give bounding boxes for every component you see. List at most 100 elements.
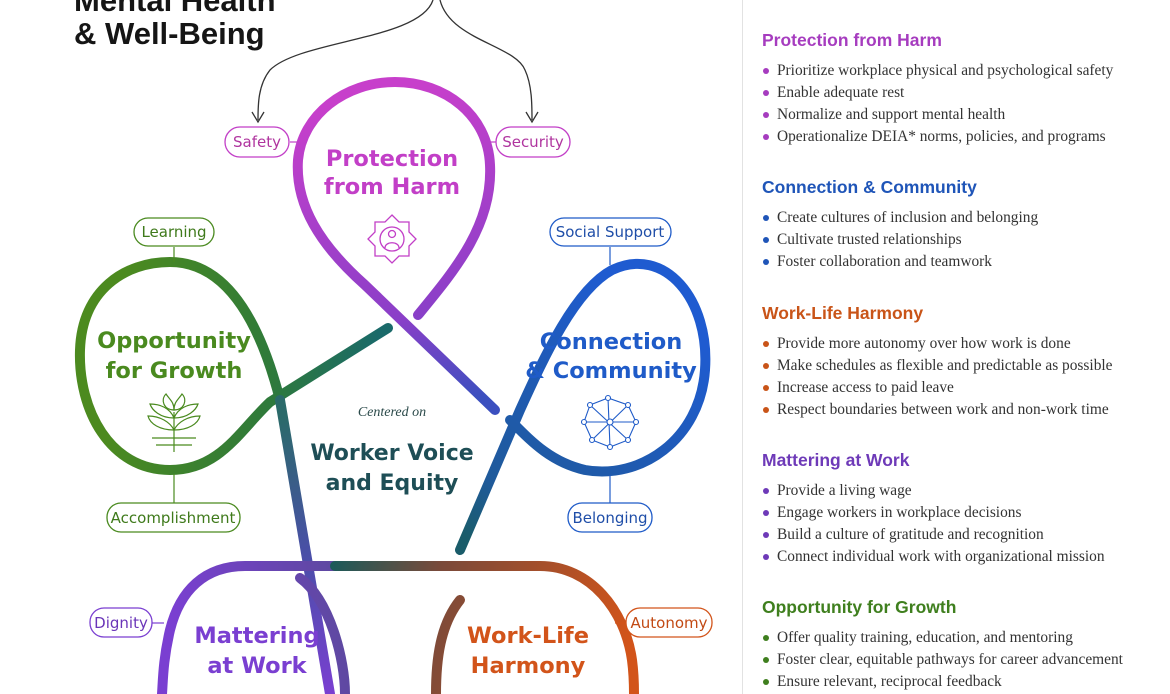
section-title: Protection from Harm [762, 30, 942, 50]
bullet-item: Provide more autonomy over how work is d… [762, 333, 1113, 355]
tag-belonging: Belonging [567, 475, 653, 533]
bullet-text: Foster clear, equitable pathways for car… [777, 651, 1123, 668]
tag-safety: Safety [224, 126, 298, 158]
tag-learning-label: Learning [141, 223, 206, 241]
bullet-item: Create cultures of inclusion and belongi… [762, 207, 1038, 229]
bullet-item: Enable adequate rest [762, 82, 1113, 104]
tag-autonomy: Autonomy [615, 607, 713, 638]
bullet-text: Provide more autonomy over how work is d… [777, 335, 1071, 352]
loop-label-connection-2: & Community [525, 358, 697, 384]
loop-connection [455, 259, 711, 555]
bullet-dot-icon [763, 554, 769, 560]
bullet-dot-icon [763, 68, 769, 74]
tag-accomplishment: Accomplishment [106, 474, 241, 533]
wellbeing-diagram: Mental Health & Well-Being [74, 0, 713, 694]
loop-growth-tail [275, 395, 335, 694]
bullet-text: Build a culture of gratitude and recogni… [777, 526, 1044, 543]
bullet-item: Connect individual work with organizatio… [762, 546, 1105, 568]
bullet-text: Make schedules as flexible and predictab… [777, 357, 1113, 374]
bullet-dot-icon [763, 259, 769, 265]
loop-label-harmony-2: Harmony [471, 653, 586, 679]
tag-safety-label: Safety [233, 133, 281, 151]
loop-label-mattering-1: Mattering [194, 623, 319, 649]
bullet-dot-icon [763, 112, 769, 118]
bullet-dot-icon [763, 134, 769, 140]
tag-dignity-label: Dignity [94, 614, 148, 632]
bullet-text: Cultivate trusted relationships [777, 231, 962, 248]
arrow-head-left [251, 111, 265, 124]
diagram-title: Mental Health & Well-Being [74, 0, 276, 50]
bullet-text: Operationalize DEIA* norms, policies, an… [777, 128, 1106, 145]
section-title: Work-Life Harmony [762, 303, 924, 323]
bullet-item: Engage workers in workplace decisions [762, 502, 1105, 524]
shield-person-icon [367, 214, 417, 264]
bullet-item: Foster collaboration and teamwork [762, 251, 1038, 273]
bullet-text: Offer quality training, education, and m… [777, 629, 1073, 646]
bullet-item: Foster clear, equitable pathways for car… [762, 649, 1123, 671]
diagram-svg: Protection from Harm Connection & Commun… [74, 0, 713, 694]
loop-label-protection-2: from Harm [324, 174, 460, 200]
bullet-dot-icon [763, 488, 769, 494]
arrow-head-right [525, 111, 539, 124]
bullet-item: Operationalize DEIA* norms, policies, an… [762, 126, 1113, 148]
panel-divider [742, 0, 743, 694]
tag-learning: Learning [133, 217, 215, 262]
bullet-text: Connect individual work with organizatio… [777, 548, 1105, 565]
bullet-dot-icon [763, 635, 769, 641]
connector-right [439, 0, 533, 121]
center-title-2: and Equity [326, 471, 459, 496]
tag-belonging-label: Belonging [572, 509, 647, 527]
section-bullet-list: Create cultures of inclusion and belongi… [762, 207, 1038, 273]
bullet-item: Increase access to paid leave [762, 377, 1113, 399]
bullet-item: Prioritize workplace physical and psycho… [762, 60, 1113, 82]
bullet-dot-icon [763, 90, 769, 96]
bullet-text: Foster collaboration and teamwork [777, 253, 992, 270]
bullet-text: Provide a living wage [777, 482, 912, 499]
bullet-dot-icon [763, 385, 769, 391]
bullet-dot-icon [763, 407, 769, 413]
bullet-text: Ensure relevant, reciprocal feedback [777, 673, 1002, 690]
center-title-1: Worker Voice [310, 441, 473, 466]
bullet-dot-icon [763, 532, 769, 538]
tag-security-label: Security [502, 133, 564, 151]
loop-harmony [330, 561, 639, 694]
connector-left [257, 0, 434, 121]
section-title: Connection & Community [762, 177, 977, 197]
bullet-text: Respect boundaries between work and non-… [777, 401, 1109, 418]
bullet-item: Offer quality training, education, and m… [762, 627, 1123, 649]
loop-label-mattering-2: at Work [207, 653, 307, 679]
network-icon [580, 394, 640, 451]
loop-mattering [157, 561, 445, 694]
bullet-text: Create cultures of inclusion and belongi… [777, 209, 1039, 226]
bullet-item: Provide a living wage [762, 480, 1105, 502]
tag-dignity: Dignity [89, 607, 164, 638]
section-bullet-list: Provide more autonomy over how work is d… [762, 333, 1113, 421]
title-line-2: & Well-Being [74, 16, 265, 51]
loop-label-harmony-1: Work-Life [467, 623, 589, 649]
section-title: Mattering at Work [762, 450, 910, 470]
tag-security: Security [490, 126, 571, 158]
bullet-text: Engage workers in workplace decisions [777, 504, 1022, 521]
bullet-text: Prioritize workplace physical and psycho… [777, 62, 1114, 79]
bullet-dot-icon [763, 237, 769, 243]
section-bullet-list: Offer quality training, education, and m… [762, 627, 1123, 693]
loop-growth [74, 256, 393, 476]
bullet-dot-icon [763, 341, 769, 347]
bullet-item: Make schedules as flexible and predictab… [762, 355, 1113, 377]
bullet-item: Cultivate trusted relationships [762, 229, 1038, 251]
plant-icon [147, 393, 201, 452]
loop-label-growth-2: for Growth [106, 358, 243, 384]
center-caption: Centered on [358, 405, 426, 420]
bullet-text: Normalize and support mental health [777, 106, 1006, 123]
loop-label-protection-1: Protection [326, 146, 458, 172]
loop-label-growth-1: Opportunity [97, 328, 251, 354]
bullet-dot-icon [763, 363, 769, 369]
bullet-dot-icon [763, 215, 769, 221]
bullet-text: Increase access to paid leave [777, 379, 954, 396]
bullet-dot-icon [763, 657, 769, 663]
section-bullet-list: Prioritize workplace physical and psycho… [762, 60, 1113, 148]
bullet-text: Enable adequate rest [777, 84, 905, 101]
bullet-dot-icon [763, 510, 769, 516]
tag-autonomy-label: Autonomy [631, 614, 708, 632]
